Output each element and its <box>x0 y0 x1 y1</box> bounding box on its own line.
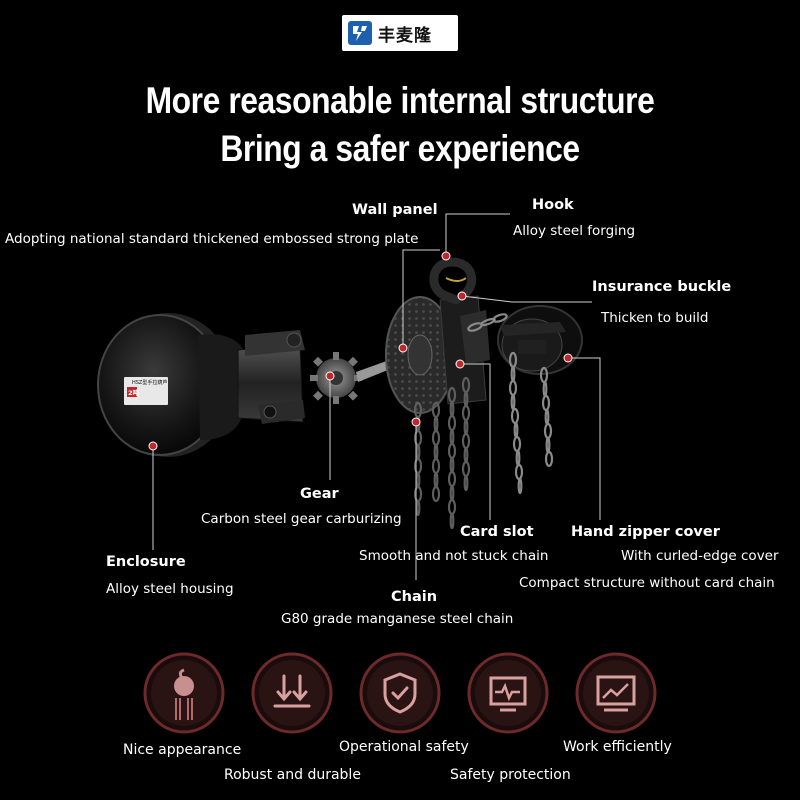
nameplate-model: HSZ型手拉葫芦 <box>132 379 167 386</box>
shield-check-icon <box>359 652 441 734</box>
frame-bracket <box>237 330 305 424</box>
brand-logo: 丰麦隆 <box>342 15 458 51</box>
marker-hook <box>441 251 451 261</box>
marker-card-slot <box>455 359 465 369</box>
hook-title: Hook <box>532 197 574 213</box>
feature-label-nice-appearance: Nice appearance <box>123 742 242 758</box>
hoist-body <box>439 295 490 405</box>
monitor-pulse-icon <box>467 652 549 734</box>
marker-chain <box>411 417 421 427</box>
wall-panel-title: Wall panel <box>352 202 438 218</box>
headline-line-2: Bring a safer experience <box>220 128 580 169</box>
enclosure-case <box>97 313 248 457</box>
feature-badge-operational-safety <box>359 652 441 734</box>
chain-title: Chain <box>391 589 438 605</box>
hand-zipper-cover-title: Hand zipper cover <box>571 524 720 540</box>
marker-gear <box>325 371 335 381</box>
feature-label-operational-safety: Operational safety <box>339 739 469 755</box>
card-slot-title: Card slot <box>460 524 534 540</box>
marker-insurance-buckle <box>457 291 467 301</box>
hand-zipper-cover-part <box>497 305 583 375</box>
feature-label-work-efficiently: Work efficiently <box>563 739 672 755</box>
feature-badge-nice-appearance <box>143 652 225 734</box>
wall-panel-desc: Adopting national standard thickened emb… <box>5 231 419 247</box>
feature-badge-robust-durable <box>251 652 333 734</box>
chain-desc: G80 grade manganese steel chain <box>281 611 514 627</box>
chart-trend-icon <box>575 652 657 734</box>
insurance-buckle-desc: Thicken to build <box>601 310 709 326</box>
marker-wall-panel <box>398 343 408 353</box>
hoist-icon <box>143 652 225 734</box>
feature-label-safety-protection: Safety protection <box>450 767 571 783</box>
nameplate-capacity: 2吨 <box>128 388 140 397</box>
card-slot-desc: Smooth and not stuck chain <box>359 548 549 564</box>
marker-enclosure <box>148 441 158 451</box>
feature-badge-safety-protection <box>467 652 549 734</box>
callout-leader-lines <box>152 213 601 580</box>
gear-desc: Carbon steel gear carburizing <box>201 511 402 527</box>
hook-desc: Alloy steel forging <box>513 223 636 239</box>
hand-zipper-cover-desc-2: Compact structure without card chain <box>519 575 775 591</box>
marker-hand-zipper-cover <box>563 353 573 363</box>
down-arrows-icon <box>251 652 333 734</box>
feature-badge-work-efficiently <box>575 652 657 734</box>
hand-zipper-cover-desc-1: With curled-edge cover <box>621 548 779 564</box>
hook-part <box>429 257 477 305</box>
headline-line-1: More reasonable internal structure <box>145 80 655 121</box>
feature-label-robust-durable: Robust and durable <box>224 767 361 783</box>
brand-name: 丰麦隆 <box>378 25 432 46</box>
gear-title: Gear <box>300 486 339 502</box>
enclosure-title: Enclosure <box>106 554 186 570</box>
callout-markers <box>148 251 573 451</box>
chains <box>413 313 554 530</box>
gear-part <box>310 352 398 404</box>
brand-logo-icon <box>348 21 372 45</box>
insurance-buckle-title: Insurance buckle <box>592 279 732 295</box>
enclosure-desc: Alloy steel housing <box>106 581 234 597</box>
